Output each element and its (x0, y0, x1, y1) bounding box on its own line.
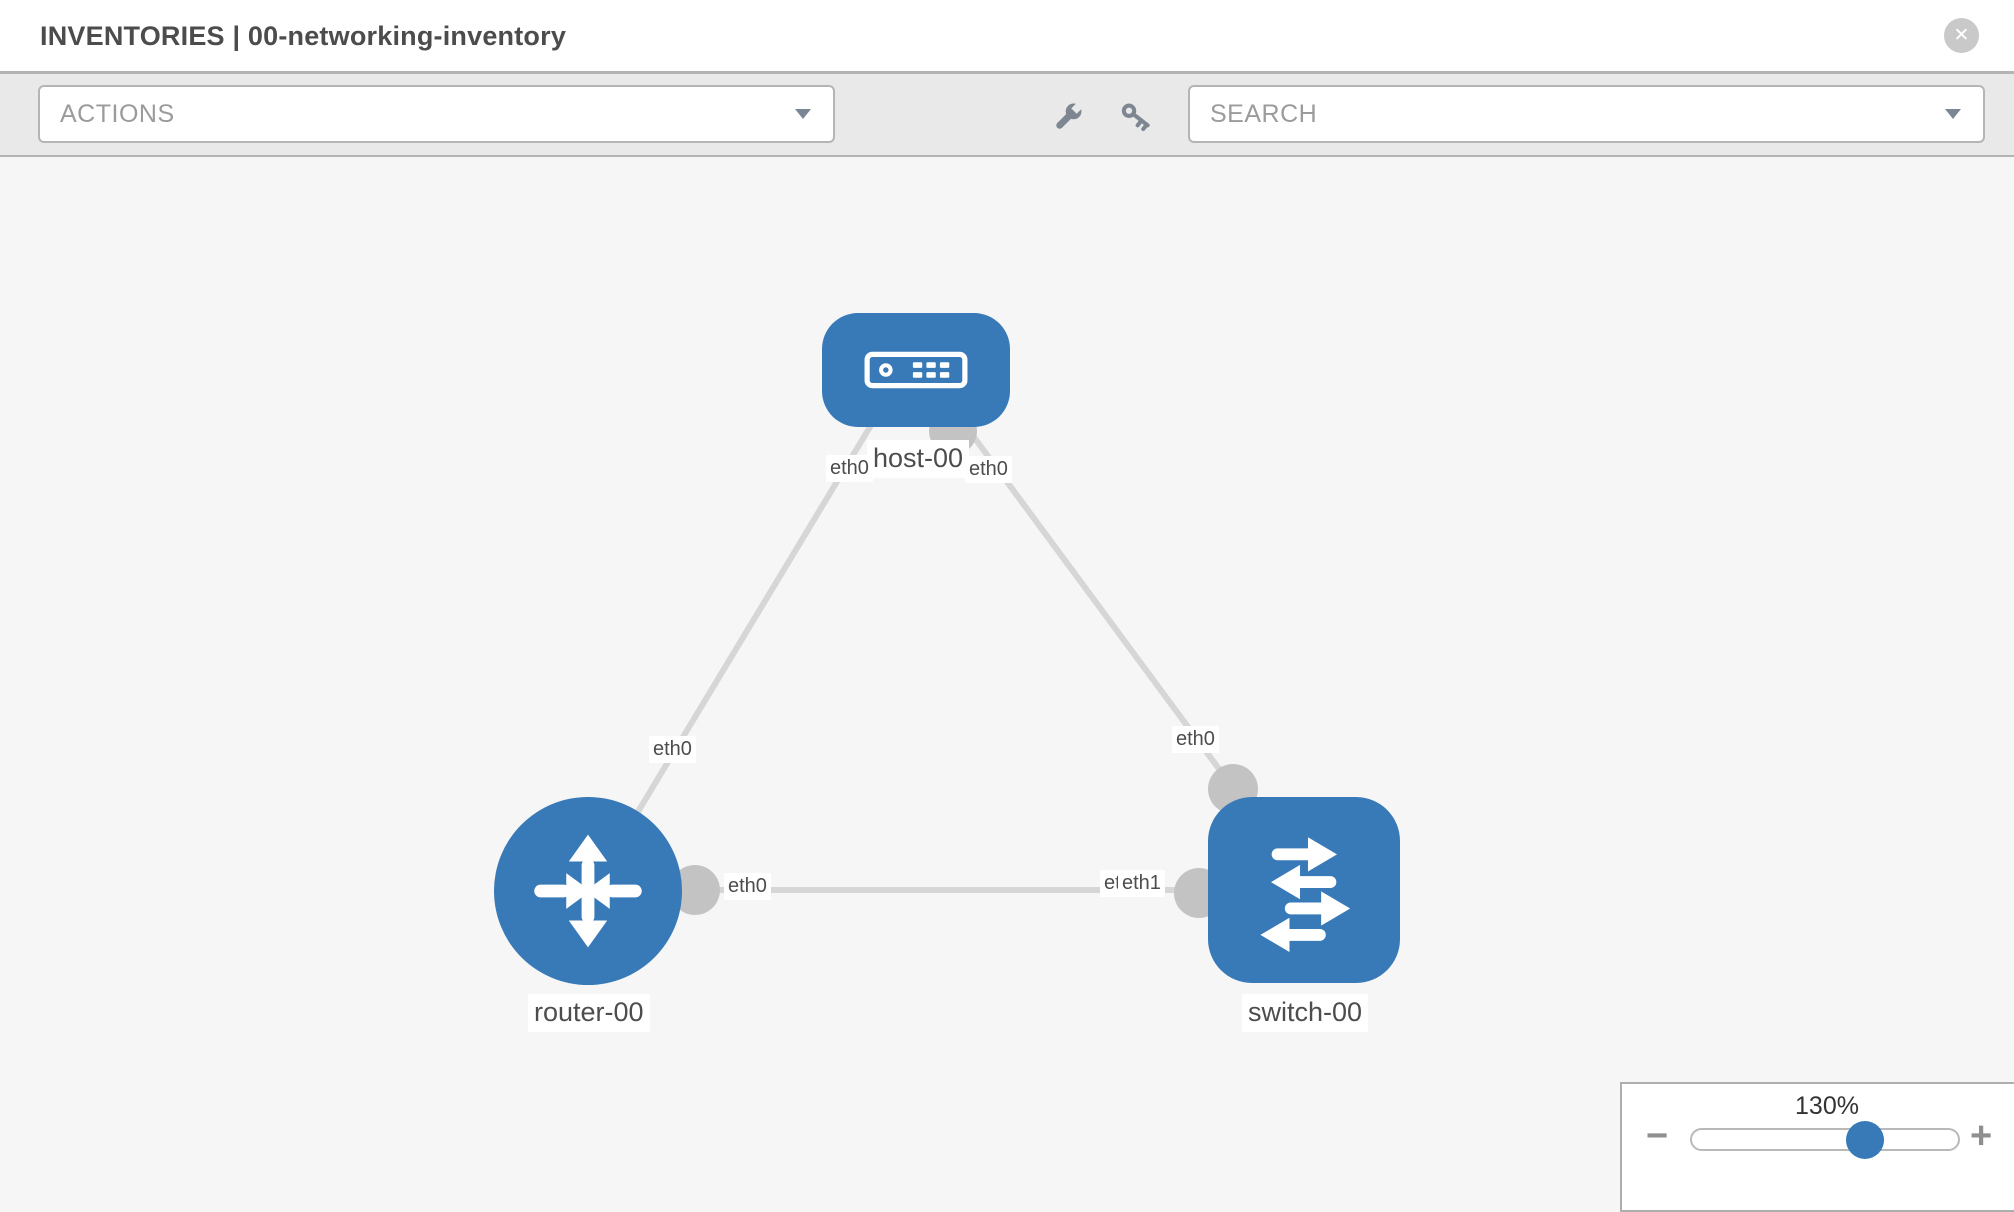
node-label-router: router-00 (528, 994, 650, 1032)
search-dropdown-label: SEARCH (1210, 99, 1318, 128)
page-title: INVENTORIES | 00-networking-inventory (40, 20, 567, 51)
topology-canvas[interactable]: host-00 router-00 switch-00 eth0 eth0 et… (0, 157, 2014, 1200)
chevron-down-icon (1945, 109, 1961, 119)
node-switch-00[interactable] (1208, 797, 1400, 983)
toolbar-divider (0, 155, 2014, 157)
zoom-control-panel: 130% − + (1620, 1082, 2014, 1212)
node-label-switch: switch-00 (1242, 994, 1369, 1032)
interface-label-switch-left-front: eth1 (1118, 870, 1165, 897)
wrench-icon (1056, 101, 1084, 129)
search-dropdown[interactable]: SEARCH (1188, 85, 1985, 143)
zoom-level-value: 130% (1795, 1092, 1859, 1120)
node-host-00[interactable] (822, 313, 1010, 427)
header-divider (0, 71, 2014, 74)
chevron-down-icon (795, 109, 811, 119)
tools-button[interactable] (1050, 99, 1086, 135)
actions-dropdown[interactable]: ACTIONS (38, 85, 835, 143)
key-icon (1121, 103, 1150, 132)
switch-icon (1260, 837, 1351, 953)
interface-label-switch-top: eth0 (1172, 726, 1219, 753)
interface-label-router-right: eth0 (724, 873, 771, 900)
topology-links (594, 400, 1302, 893)
node-router-00[interactable] (494, 797, 682, 985)
actions-dropdown-label: ACTIONS (60, 99, 175, 128)
credentials-button[interactable] (1119, 99, 1155, 135)
interface-label-host-left: eth0 (826, 455, 873, 482)
zoom-slider-handle[interactable] (1846, 1121, 1884, 1159)
host-icon (864, 351, 968, 389)
interface-label-router-top: eth0 (649, 736, 696, 763)
close-icon: ✕ (1953, 25, 1970, 46)
zoom-out-button[interactable]: − (1646, 1115, 1669, 1157)
zoom-slider-track[interactable] (1690, 1128, 1960, 1151)
node-label-host: host-00 (867, 440, 970, 478)
toolbar: ACTIONS SEARCH (0, 74, 2014, 155)
zoom-in-button[interactable]: + (1970, 1115, 1993, 1157)
close-button[interactable]: ✕ (1944, 18, 1979, 53)
router-icon (534, 834, 642, 948)
interface-label-host-right: eth0 (965, 456, 1012, 483)
header: INVENTORIES | 00-networking-inventory ✕ (0, 0, 2014, 72)
